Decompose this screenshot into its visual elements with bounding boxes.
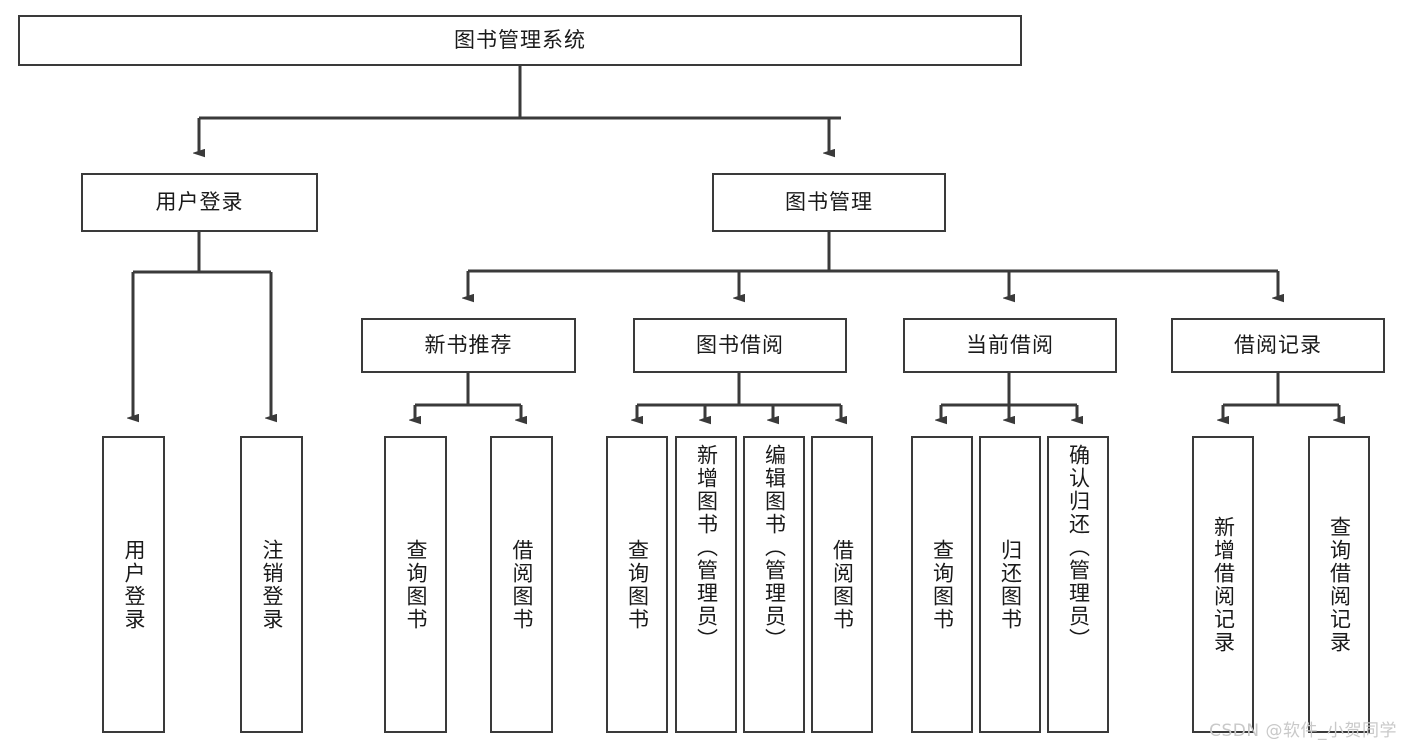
leaf-current-borrow-1-inner: 查询图书 (913, 438, 971, 731)
node-new-book[interactable]: 新书推荐 (361, 318, 576, 373)
leaf-book-borrow-2-inner: 新增图书（管理员） (677, 438, 735, 737)
leaf-current-borrow-3[interactable]: 确认归还（管理员） (1047, 436, 1109, 733)
node-root[interactable]: 图书管理系统 (18, 15, 1022, 66)
node-user-login[interactable]: 用户登录 (81, 173, 318, 232)
leaf-borrow-record-1-inner: 新增借阅记录 (1194, 438, 1252, 731)
leaf-current-borrow-1-label: 查询图书 (930, 538, 955, 631)
leaf-current-borrow-2[interactable]: 归还图书 (979, 436, 1041, 733)
leaf-user-login-1[interactable]: 用户登录 (102, 436, 165, 733)
leaf-user-login-2[interactable]: 注销登录 (240, 436, 303, 733)
leaf-book-borrow-4-inner: 借阅图书 (813, 438, 871, 731)
leaf-borrow-record-1-label: 新增借阅记录 (1211, 515, 1236, 654)
leaf-book-borrow-1-inner: 查询图书 (608, 438, 666, 731)
leaf-new-book-1-inner: 查询图书 (386, 438, 445, 731)
leaf-current-borrow-2-inner: 归还图书 (981, 438, 1039, 731)
leaf-borrow-record-2-inner: 查询借阅记录 (1310, 438, 1368, 731)
leaf-new-book-2-label: 借阅图书 (509, 538, 534, 631)
leaf-book-borrow-4-label: 借阅图书 (830, 538, 855, 631)
node-borrow-record-label: 借阅记录 (1234, 332, 1322, 357)
leaf-new-book-1[interactable]: 查询图书 (384, 436, 447, 733)
leaf-current-borrow-3-inner: 确认归还（管理员） (1049, 438, 1107, 737)
leaf-book-borrow-2[interactable]: 新增图书（管理员） (675, 436, 737, 733)
leaf-book-borrow-3-label: 编辑图书（管理员） (762, 444, 787, 651)
leaf-borrow-record-2[interactable]: 查询借阅记录 (1308, 436, 1370, 733)
leaf-user-login-2-inner: 注销登录 (242, 438, 301, 731)
leaf-user-login-1-label: 用户登录 (121, 538, 146, 631)
leaf-current-borrow-1[interactable]: 查询图书 (911, 436, 973, 733)
node-current-borrow[interactable]: 当前借阅 (903, 318, 1117, 373)
watermark: CSDN @软件_小贺同学 (1209, 721, 1397, 741)
node-book-borrow[interactable]: 图书借阅 (633, 318, 847, 373)
leaf-book-borrow-2-label: 新增图书（管理员） (694, 444, 719, 651)
leaf-borrow-record-2-label: 查询借阅记录 (1327, 515, 1352, 654)
leaf-new-book-2-inner: 借阅图书 (492, 438, 551, 731)
leaf-user-login-1-inner: 用户登录 (104, 438, 163, 731)
node-current-borrow-label: 当前借阅 (966, 332, 1054, 357)
leaf-book-borrow-1[interactable]: 查询图书 (606, 436, 668, 733)
leaf-new-book-2[interactable]: 借阅图书 (490, 436, 553, 733)
leaf-book-borrow-3-inner: 编辑图书（管理员） (745, 438, 803, 737)
leaf-borrow-record-1[interactable]: 新增借阅记录 (1192, 436, 1254, 733)
leaf-book-borrow-3[interactable]: 编辑图书（管理员） (743, 436, 805, 733)
leaf-user-login-2-label: 注销登录 (259, 538, 284, 631)
node-root-label: 图书管理系统 (454, 27, 586, 52)
node-book-manage-label: 图书管理 (785, 189, 873, 214)
leaf-current-borrow-2-label: 归还图书 (998, 538, 1023, 631)
node-book-borrow-label: 图书借阅 (696, 332, 784, 357)
leaf-current-borrow-3-label: 确认归还（管理员） (1066, 444, 1091, 651)
leaf-book-borrow-4[interactable]: 借阅图书 (811, 436, 873, 733)
node-user-login-label: 用户登录 (155, 189, 244, 214)
node-borrow-record[interactable]: 借阅记录 (1171, 318, 1385, 373)
node-new-book-label: 新书推荐 (424, 332, 513, 357)
leaf-new-book-1-label: 查询图书 (403, 538, 428, 631)
node-book-manage[interactable]: 图书管理 (712, 173, 946, 232)
leaf-book-borrow-1-label: 查询图书 (625, 538, 650, 631)
